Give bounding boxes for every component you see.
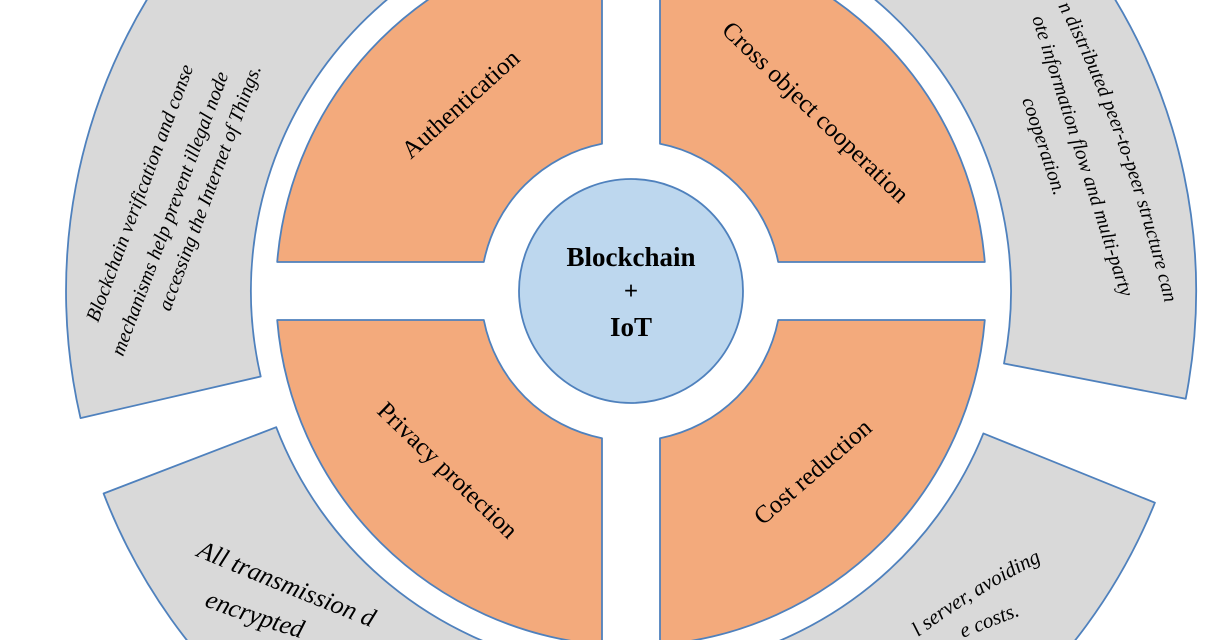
center-label-plus: + <box>624 278 638 305</box>
quadrant-top-left-shape <box>276 0 603 263</box>
outer-segment-top-right <box>873 0 1197 400</box>
center-label-iot: IoT <box>610 312 652 342</box>
quadrant-top-right-shape <box>659 0 986 263</box>
outer-segment-bottom-left <box>102 426 484 640</box>
outer-segment-bottom-right <box>778 432 1156 640</box>
quadrant-bottom-left-shape <box>276 319 603 640</box>
outer-segment-top-left <box>65 0 389 419</box>
center-label-blockchain: Blockchain <box>566 242 695 272</box>
center-hub-circle <box>518 178 744 404</box>
quadrant-bottom-right-shape <box>659 319 986 640</box>
